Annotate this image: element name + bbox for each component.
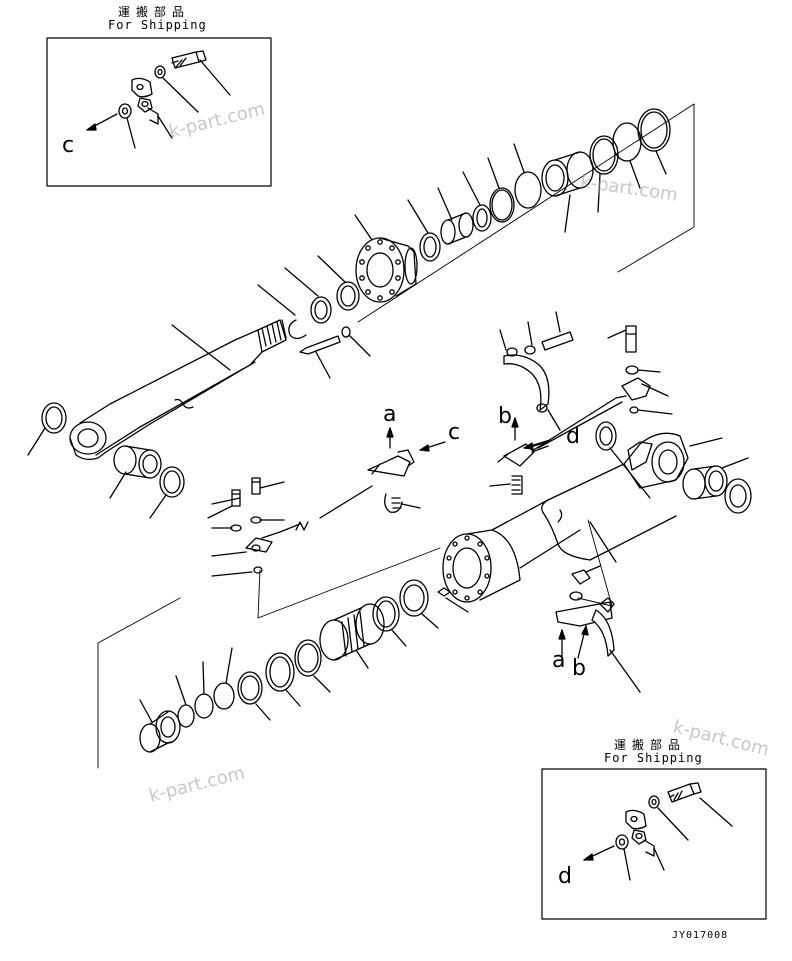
- o-ring-head: [487, 157, 515, 223]
- hose-clip: [384, 493, 421, 513]
- hose-nozzle-b: [497, 441, 549, 467]
- connector-label-b-lower: b: [572, 656, 586, 681]
- hose-clip-b: [489, 475, 523, 495]
- side-bushing: [595, 421, 651, 499]
- drawing-code: JY017008: [672, 930, 729, 941]
- wear-ring: [589, 135, 619, 213]
- shipping-washer-top: [154, 65, 199, 113]
- shipping-clamp-top: [131, 77, 173, 139]
- shipping-nut-bottom: [615, 834, 631, 881]
- cylinder-head: [354, 214, 418, 303]
- shipping-label-en-bottom: For Shipping: [604, 751, 703, 765]
- slide-ring: [294, 639, 331, 693]
- piston-collar-lower: [399, 579, 439, 629]
- cushion-ring: [372, 596, 407, 647]
- shipping-washer-bottom: [648, 795, 689, 841]
- cap-bolt: [299, 335, 341, 379]
- eye-bushing: [682, 457, 749, 500]
- shipping-nut-top: [118, 103, 136, 149]
- shipping-label-en-top: For Shipping: [108, 18, 207, 32]
- connector-label-d: d: [566, 424, 580, 449]
- bottom-eye: [623, 432, 723, 489]
- piston-ring: [637, 108, 671, 175]
- rod-seal: [317, 255, 360, 311]
- rod-bushing: [27, 402, 67, 456]
- connector-label-d-bottom: d: [558, 864, 572, 889]
- shipping-label-jp-top: 運搬部品: [118, 5, 191, 19]
- snap-ring: [257, 284, 307, 340]
- shipping-clamp-bottom: [625, 809, 665, 871]
- bolts-left: [207, 477, 285, 577]
- backup-ring-head: [513, 143, 542, 209]
- piston-collar: [541, 151, 594, 233]
- cylinder-tube-assembly: [437, 311, 752, 693]
- rod-end-bushing: [109, 445, 185, 519]
- piston-ring-lower: [265, 652, 301, 707]
- upper-clamp-bracket: [499, 311, 574, 431]
- rod-eye: [69, 403, 151, 461]
- piston-seals: [175, 647, 235, 728]
- head-bushing: [437, 187, 474, 245]
- hose-fitting-left: [245, 537, 273, 553]
- piston: [319, 603, 385, 669]
- connector-label-c-top: c: [62, 133, 75, 158]
- grease-fitting: [437, 587, 469, 613]
- shipping-bolt-top: [171, 50, 231, 96]
- buffer-ring: [462, 171, 492, 232]
- hose-assembly: [207, 449, 441, 619]
- lower-clamp-bracket: [555, 519, 641, 693]
- bushing-ring: [407, 199, 441, 262]
- shipping-bolt-bottom: [667, 782, 733, 827]
- tube-bolt: [607, 325, 673, 415]
- eye-seal: [724, 478, 752, 514]
- hose-nozzle-a: [367, 449, 415, 477]
- wear-ring-lower: [237, 671, 271, 721]
- shipping-box-bottom: [541, 768, 767, 920]
- piston-rod-assembly: [27, 103, 695, 519]
- piston-parts: [97, 579, 439, 769]
- shipping-box-top: [46, 37, 272, 187]
- piston-nut: [139, 699, 181, 753]
- piston-rod: [109, 319, 287, 428]
- shipping-label-jp-bottom: 運搬部品: [614, 738, 687, 752]
- cap-washer: [341, 326, 371, 357]
- connector-label-c: c: [448, 420, 461, 445]
- cylinder-tube: [442, 463, 677, 603]
- connector-label-a: a: [383, 402, 397, 427]
- dust-seal: [284, 267, 332, 324]
- connector-label-b: b: [498, 404, 512, 429]
- connector-label-a-lower: a: [552, 648, 566, 673]
